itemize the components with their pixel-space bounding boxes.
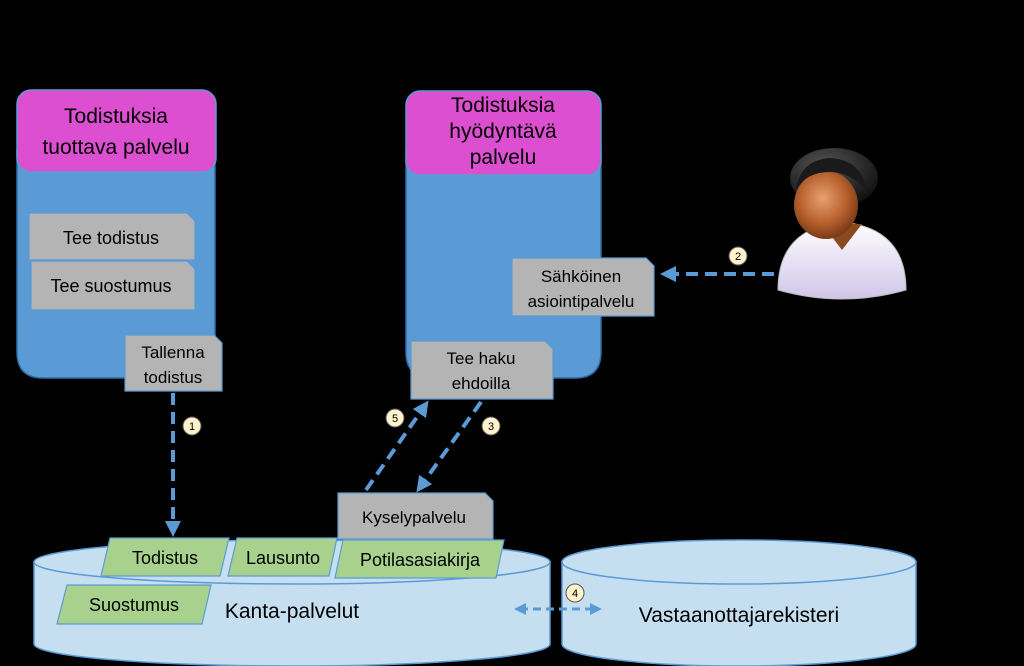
recipient-registry-label: Vastaanottajarekisteri — [639, 604, 839, 627]
using-service-body — [405, 149, 602, 379]
step-badge-3: 3 — [481, 416, 501, 436]
doc-consent[interactable]: Suostumus — [56, 584, 212, 625]
doc-certificate[interactable]: Todistus — [100, 537, 230, 577]
kanta-label: Kanta-palvelut — [225, 600, 359, 623]
producing-service-title-line2: tuottava palvelu — [42, 136, 189, 159]
make-consent-box[interactable]: Tee suostumus — [30, 260, 196, 311]
step-badge-5: 5 — [385, 408, 405, 428]
user-icon — [777, 148, 907, 300]
query-line2: ehdoilla — [452, 374, 511, 393]
producing-service-title-line1: Todistuksia — [64, 105, 168, 128]
recipient-registry-database: Vastaanottajarekisteri — [561, 539, 917, 666]
store-certificate-line2: todistus — [144, 368, 203, 387]
store-certificate-line1: Tallenna — [141, 343, 205, 362]
step-badge-1-number: 1 — [189, 421, 195, 433]
step-badge-3-number: 3 — [488, 421, 494, 433]
using-service-title-line3: palvelu — [470, 146, 537, 169]
doc-patient-document-label: Potilasasiakirja — [360, 550, 481, 570]
arrow-step-3 — [416, 400, 483, 493]
step-badge-5-number: 5 — [392, 413, 398, 425]
store-certificate-box[interactable]: Tallenna todistus — [124, 334, 223, 392]
using-service-header — [405, 90, 602, 176]
query-box[interactable]: Tee haku ehdoilla — [410, 340, 554, 400]
step-badge-4: 4 — [565, 583, 585, 603]
doc-patient-document[interactable]: Potilasasiakirja — [334, 539, 505, 579]
producing-service-header — [16, 89, 217, 173]
using-service-title-line1: Todistuksia — [451, 94, 555, 117]
doc-statement[interactable]: Lausunto — [227, 537, 338, 577]
step-badge-2: 2 — [728, 246, 748, 266]
doc-certificate-label: Todistus — [132, 548, 198, 568]
e-service-line1: Sähköinen — [541, 267, 621, 286]
using-service: Todistuksia hyödyntävä palvelu — [405, 90, 602, 379]
e-service-box[interactable]: Sähköinen asiointipalvelu — [511, 257, 655, 317]
doc-statement-label: Lausunto — [246, 548, 320, 568]
arrow-step-5 — [364, 400, 429, 492]
query-line1: Tee haku — [447, 349, 516, 368]
doc-consent-label: Suostumus — [89, 595, 179, 615]
make-certificate-box[interactable]: Tee todistus — [28, 212, 196, 261]
make-certificate-label: Tee todistus — [63, 228, 159, 248]
make-consent-label: Tee suostumus — [50, 276, 171, 296]
query-service-box[interactable]: Kyselypalvelu — [337, 492, 494, 540]
using-service-title-line2: hyödyntävä — [449, 120, 557, 143]
step-badge-2-number: 2 — [735, 251, 741, 263]
step-badge-1: 1 — [182, 416, 202, 436]
e-service-line2: asiointipalvelu — [528, 292, 635, 311]
query-service-label: Kyselypalvelu — [362, 508, 466, 527]
step-badge-4-number: 4 — [572, 588, 578, 600]
